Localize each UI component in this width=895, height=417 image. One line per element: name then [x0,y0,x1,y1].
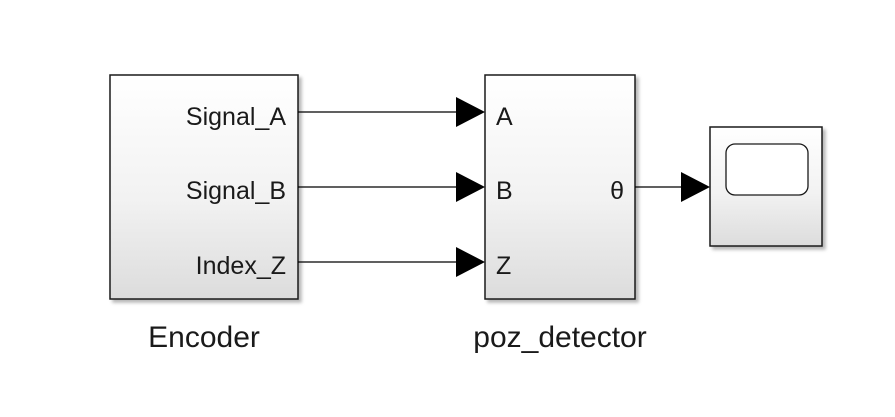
poz-detector-block-body[interactable] [484,74,636,300]
signal-line-theta[interactable] [635,172,710,202]
poz-detector-port-theta-label: θ [610,177,624,205]
arrowhead-icon [456,247,485,277]
poz-detector-block[interactable]: A B Z θ [484,74,636,300]
arrowhead-icon [456,97,485,127]
poz-detector-port-a-label: A [496,103,513,131]
arrowhead-icon [456,172,485,202]
encoder-block-body[interactable] [109,74,299,300]
scope-block[interactable] [709,126,823,247]
poz-detector-port-z-label: Z [496,252,511,280]
encoder-port-signal-a-label: Signal_A [186,103,286,131]
encoder-block-name[interactable]: Encoder [148,321,260,354]
encoder-port-signal-b-label: Signal_B [186,177,286,205]
encoder-block[interactable]: Signal_A Signal_B Index_Z [109,74,299,300]
signal-line-index-z[interactable] [298,247,485,277]
signal-line-signal-b[interactable] [298,172,485,202]
poz-detector-port-b-label: B [496,177,513,205]
signal-line-signal-a[interactable] [298,97,485,127]
scope-display-icon [725,143,809,196]
encoder-port-index-z-label: Index_Z [196,252,286,280]
poz-detector-block-name[interactable]: poz_detector [473,321,646,354]
arrowhead-icon [681,172,710,202]
